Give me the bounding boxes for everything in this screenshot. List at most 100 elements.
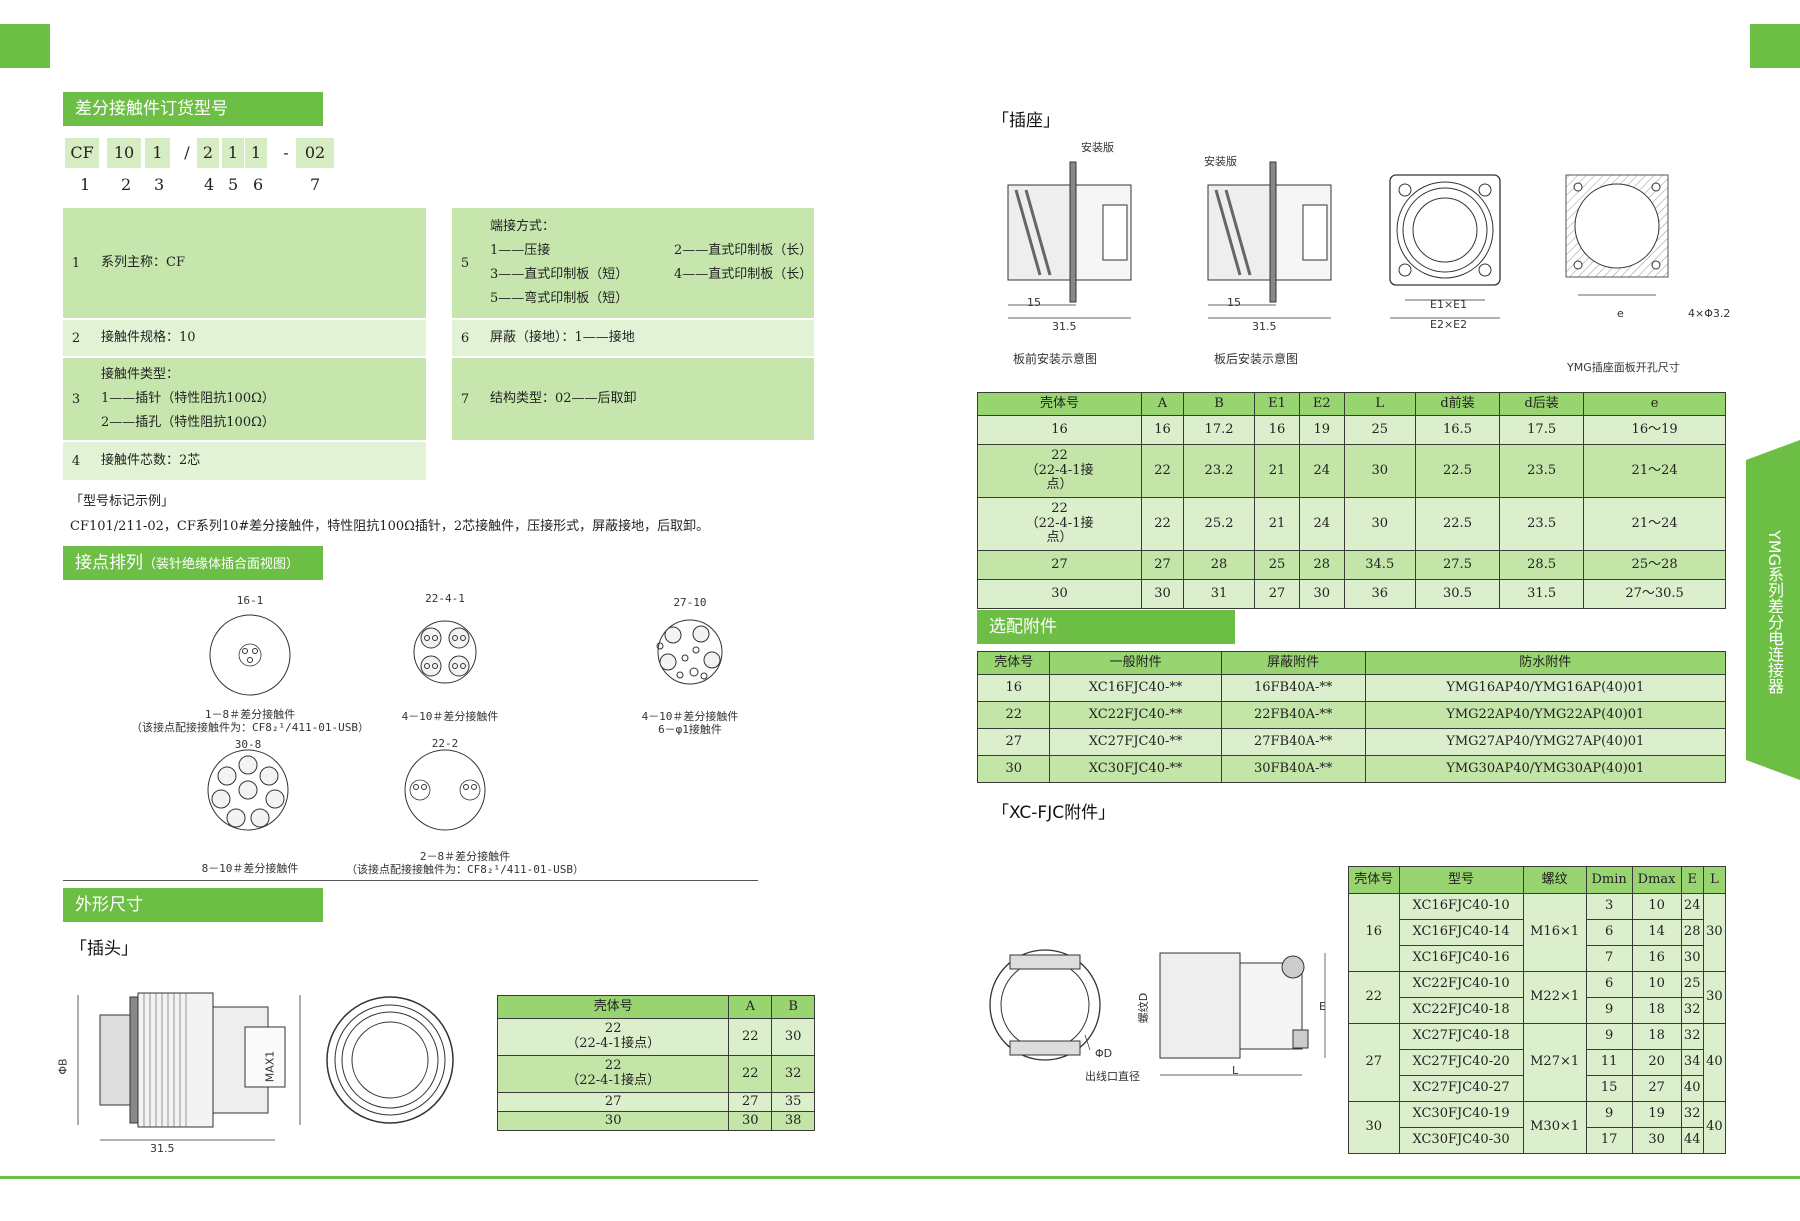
table-cell: 25 xyxy=(1343,415,1416,445)
contact-caption-30-8: 8－10＃差分接触件 xyxy=(201,862,299,875)
contact-caption-22-2-line1: 2－8＃差分接触件 xyxy=(419,850,511,863)
table-cell: 22 xyxy=(728,1055,773,1093)
spec-line: 系列主称：CF xyxy=(101,255,185,270)
xc-value-cell: 3 xyxy=(1585,893,1633,920)
xc-model-cell: XC22FJC40-10 xyxy=(1398,971,1524,998)
table-cell: 30FB40A-** xyxy=(1220,755,1366,783)
table-cell: 30 xyxy=(496,1111,730,1131)
socket-panel-cutout xyxy=(1565,174,1669,296)
spec-row-text: 接触件类型：1——插针（特性阻抗100Ω）2——插孔（特性阻抗100Ω） xyxy=(89,357,426,442)
xc-model-cell: XC27FJC40-27 xyxy=(1398,1075,1524,1102)
xc-value-cell: 14 xyxy=(1631,919,1682,946)
bottom-rule xyxy=(0,1176,1800,1179)
xc-value-cell: 10 xyxy=(1631,893,1682,920)
contacts-section-header: 接点排列（装针绝缘体插合面视图） xyxy=(63,546,323,580)
order-code-segment: 02 xyxy=(296,138,334,168)
table-cell: 22 xyxy=(1141,497,1184,551)
table-cell: 35 xyxy=(771,1092,815,1112)
order-code-digit: 5 xyxy=(228,175,239,194)
table-cell: 17.5 xyxy=(1499,415,1585,445)
table-header-cell: Dmax xyxy=(1631,866,1682,894)
spec-row-text: 屏蔽（接地）：1——接地 xyxy=(478,319,814,358)
socket-drawings xyxy=(1007,161,1669,319)
contacts-subtitle: （装针绝缘体插合面视图） xyxy=(143,557,300,572)
contact-diagrams xyxy=(207,614,723,831)
spec-line: 端接方式： xyxy=(490,219,556,234)
panel-holes-label: 4×Φ3.2 xyxy=(1688,307,1731,320)
spec-line: 结构类型：02——后取卸 xyxy=(490,391,637,406)
example-text: CF101/211-02，CF系列10#差分接触件，特性阻抗100Ω插针，2芯接… xyxy=(70,519,710,534)
xc-value-cell: 40 xyxy=(1680,1075,1704,1102)
contact-caption-27-10-line1: 4－10＃差分接触件 xyxy=(641,710,739,723)
xc-value-cell: 32 xyxy=(1680,997,1704,1024)
table-cell: YMG16AP40/YMG16AP(40)01 xyxy=(1364,674,1727,702)
contact-caption-27-10-line2: 6－φ1接触件 xyxy=(658,723,722,737)
table-cell: XC22FJC40-** xyxy=(1049,701,1222,729)
table-header-cell: 壳体号 xyxy=(496,995,730,1019)
xc-model-cell: XC16FJC40-16 xyxy=(1398,945,1524,972)
xc-length-cell: 40 xyxy=(1702,1101,1727,1154)
spec-row-number: 3 xyxy=(63,357,89,442)
order-code-segment: / xyxy=(184,143,190,162)
contact-caption-22-4-1: 4－10＃差分接触件 xyxy=(401,710,499,723)
table-cell: 16 xyxy=(1141,415,1184,445)
table-cell: 19 xyxy=(1298,415,1345,445)
contact-label-30-8: 30-8 xyxy=(234,738,262,751)
xc-shell-cell: 16 xyxy=(1348,893,1400,972)
side-tab-text: YMG系列差分电连接器 xyxy=(1765,530,1784,694)
table-cell: 16 xyxy=(1254,415,1300,445)
table-cell: YMG27AP40/YMG27AP(40)01 xyxy=(1364,728,1727,756)
xc-value-cell: 34 xyxy=(1680,1049,1704,1076)
table-header-cell: 防水附件 xyxy=(1364,651,1727,675)
table-cell: 24 xyxy=(1298,497,1345,551)
xc-thread-cell: M16×1 xyxy=(1522,893,1587,972)
table-cell: 27 xyxy=(496,1092,730,1112)
table-cell: 16 xyxy=(976,674,1051,702)
xc-value-cell: 30 xyxy=(1631,1127,1682,1154)
xc-value-cell: 32 xyxy=(1680,1101,1704,1128)
contact-22-4-1 xyxy=(413,620,477,684)
contact-label-22-4-1: 22-4-1 xyxy=(425,592,465,605)
spec-row-number: 6 xyxy=(452,319,478,358)
table-cell: 22 （22-4-1接 点） xyxy=(976,444,1143,498)
table-cell: 22 xyxy=(976,701,1051,729)
spec-line: 屏蔽（接地）：1——接地 xyxy=(490,330,635,345)
xc-value-cell: 18 xyxy=(1631,997,1682,1024)
xc-drawing xyxy=(989,949,1326,1076)
table-header-cell: 壳体号 xyxy=(976,392,1143,416)
table-cell: XC16FJC40-** xyxy=(1049,674,1222,702)
xc-value-cell: 9 xyxy=(1585,1023,1633,1050)
table-header-cell: L xyxy=(1702,866,1727,894)
spec-pair: 5——弯式印制板（短） xyxy=(490,287,813,311)
table-cell: 30 xyxy=(1343,444,1416,498)
contact-caption-16-1-line2: （该接点配接接触件为：CF8₂¹/411-01-USB） xyxy=(131,721,369,735)
table-cell: 22 xyxy=(1141,444,1184,498)
table-cell: 27.5 xyxy=(1414,550,1501,580)
spec-row-text: 接触件规格：10 xyxy=(89,319,426,358)
spec-pair-a: 5——弯式印制板（短） xyxy=(490,291,629,306)
table-cell: YMG22AP40/YMG22AP(40)01 xyxy=(1364,701,1727,729)
table-cell: 28 xyxy=(1182,550,1256,580)
table-cell: 36 xyxy=(1343,579,1416,609)
spec-row-text: 结构类型：02——后取卸 xyxy=(478,357,814,442)
table-cell: YMG30AP40/YMG30AP(40)01 xyxy=(1364,755,1727,783)
table-header-cell: Dmin xyxy=(1585,866,1633,894)
table-cell: 27 xyxy=(1141,550,1184,580)
order-code-segment: CF xyxy=(65,138,99,168)
socket-flange-view xyxy=(1389,174,1501,319)
corner-square-left xyxy=(0,24,50,68)
outline-section-header: 外形尺寸 xyxy=(63,888,323,922)
